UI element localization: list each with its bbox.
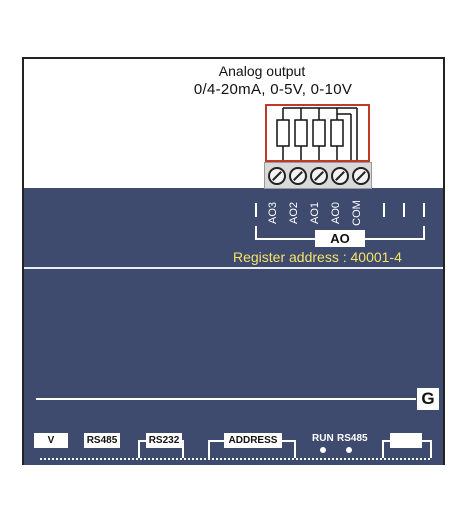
- ao-bracket-line: [255, 238, 315, 240]
- pin-label-ao2: AO2: [288, 201, 300, 225]
- pin-label-com: COM: [351, 200, 363, 226]
- register-address: Register address : 40001-4: [233, 249, 402, 265]
- device-body-panel: [24, 269, 443, 465]
- ao-group-label: AO: [315, 230, 365, 247]
- output-ranges: 0/4-20mA, 0-5V, 0-10V: [193, 81, 353, 98]
- ao-bracket-end: [423, 226, 425, 240]
- ao-bracket-line: [365, 238, 425, 240]
- screw-terminal-icon: [352, 167, 370, 185]
- terminal-panel: [24, 188, 443, 268]
- run-led-label: RUN: [312, 433, 334, 444]
- ground-label: G: [417, 388, 439, 410]
- cut-off-pin-row: [40, 458, 430, 467]
- address-label: ADDRESS: [224, 433, 282, 448]
- diagram-title: Analog output: [218, 63, 306, 79]
- rs485-led-label: RS485: [337, 433, 368, 444]
- device-frame: [22, 57, 445, 465]
- rs485-port-label: RS485: [84, 433, 120, 448]
- pin-label-ao3: AO3: [267, 201, 279, 225]
- rs232-port-label: RS232: [146, 433, 182, 448]
- screw-terminal-icon: [289, 167, 307, 185]
- terminal-tick: [255, 203, 257, 217]
- terminal-block: [264, 162, 372, 189]
- right-connector-box: [390, 433, 422, 448]
- run-led-icon: [320, 447, 326, 453]
- screw-terminal-icon: [331, 167, 349, 185]
- pin-label-ao1: AO1: [309, 201, 321, 225]
- screw-terminal-icon: [268, 167, 286, 185]
- ground-line: [36, 398, 416, 400]
- ao-bracket-end: [255, 226, 257, 240]
- panel-divider: [24, 267, 443, 269]
- resistor-network-icon: [276, 107, 358, 160]
- pin-label-ao0: AO0: [330, 201, 342, 225]
- rs485-led-icon: [346, 447, 352, 453]
- v-label: V: [34, 433, 68, 448]
- output-relay-box: [265, 104, 370, 162]
- terminal-tick: [383, 203, 385, 217]
- terminal-tick: [403, 203, 405, 217]
- screw-terminal-icon: [310, 167, 328, 185]
- terminal-tick: [423, 203, 425, 217]
